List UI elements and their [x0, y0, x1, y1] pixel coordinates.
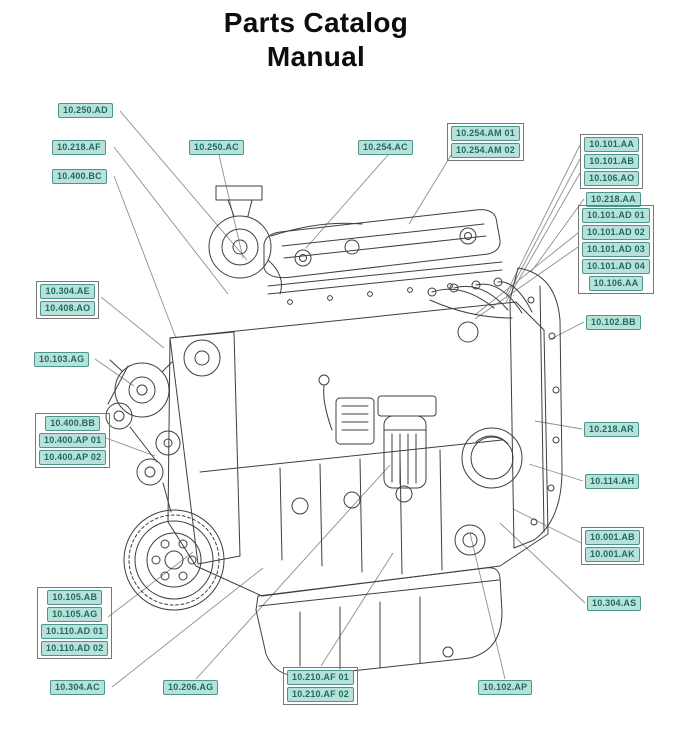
- part-label-10-101-AD-03[interactable]: 10.101.AD 03: [582, 242, 650, 257]
- part-label-10-210-AF-01[interactable]: 10.210.AF 01: [287, 670, 354, 685]
- part-label-10-001-AB[interactable]: 10.001.AB: [585, 530, 640, 545]
- engine-block: [167, 283, 549, 597]
- oil-cooler: [335, 397, 375, 445]
- part-label-10-101-AD-04[interactable]: 10.101.AD 04: [582, 259, 650, 274]
- part-label-10-114-AH[interactable]: 10.114.AH: [585, 474, 640, 489]
- cylinder-head: [267, 261, 503, 295]
- part-label-group-10-101-AD: 10.101.AD 01 10.101.AD 02 10.101.AD 03 1…: [578, 205, 654, 294]
- flywheel-housing: [509, 267, 563, 549]
- part-label-10-106-AA[interactable]: 10.106.AA: [588, 276, 644, 291]
- belt-pulleys: [105, 365, 181, 513]
- page-title-line2: Manual: [266, 41, 366, 72]
- part-label-group-10-400-BB: 10.400.BB 10.400.AP 01 10.400.AP 02: [35, 413, 111, 468]
- part-label-10-206-AG[interactable]: 10.206.AG: [163, 680, 219, 695]
- part-label-10-250-AC[interactable]: 10.250.AC: [189, 140, 244, 155]
- part-label-10-218-AA[interactable]: 10.218.AA: [586, 192, 641, 207]
- part-label-10-101-AD-01[interactable]: 10.101.AD 01: [582, 208, 650, 223]
- part-label-10-101-AD-02[interactable]: 10.101.AD 02: [582, 225, 650, 240]
- part-label-10-102-BB[interactable]: 10.102.BB: [586, 315, 641, 330]
- part-label-10-218-AR[interactable]: 10.218.AR: [584, 422, 639, 437]
- page-title: Parts Catalog Manual: [0, 6, 632, 74]
- part-label-10-254-AM-02[interactable]: 10.254.AM 02: [451, 143, 520, 158]
- part-label-10-102-AP[interactable]: 10.102.AP: [478, 680, 533, 695]
- part-label-10-218-AF[interactable]: 10.218.AF: [52, 140, 106, 155]
- engine-illustration: [105, 185, 563, 677]
- part-label-group-10-254-AM: 10.254.AM 01 10.254.AM 02: [447, 123, 524, 161]
- part-label-10-304-AS[interactable]: 10.304.AS: [587, 596, 642, 611]
- valve-cover: [263, 209, 501, 279]
- part-label-group-10-105-AB: 10.105.AB 10.105.AG 10.110.AD 01 10.110.…: [37, 587, 113, 659]
- part-label-10-001-AK[interactable]: 10.001.AK: [585, 547, 640, 562]
- part-label-10-101-AA[interactable]: 10.101.AA: [584, 137, 640, 152]
- oil-filter: [377, 395, 437, 489]
- part-label-10-304-AC[interactable]: 10.304.AC: [50, 680, 105, 695]
- part-label-10-400-BB[interactable]: 10.400.BB: [45, 416, 101, 431]
- part-label-10-254-AC[interactable]: 10.254.AC: [358, 140, 413, 155]
- part-label-10-254-AM-01[interactable]: 10.254.AM 01: [451, 126, 520, 141]
- water-pump-pulley: [183, 339, 221, 377]
- part-label-group-10-210-AF: 10.210.AF 01 10.210.AF 02: [283, 667, 358, 705]
- fuel-lines: [427, 277, 533, 343]
- part-label-10-106-AO[interactable]: 10.106.AO: [584, 171, 640, 186]
- front-cover: [169, 331, 241, 565]
- part-label-10-105-AG[interactable]: 10.105.AG: [47, 607, 103, 622]
- part-label-10-101-AB[interactable]: 10.101.AB: [584, 154, 640, 169]
- part-label-10-304-AE[interactable]: 10.304.AE: [40, 284, 95, 299]
- part-label-10-210-AF-02[interactable]: 10.210.AF 02: [287, 687, 354, 702]
- flywheel-inspection-port: [461, 427, 523, 489]
- turbocharger: [208, 185, 363, 295]
- page-title-line1: Parts Catalog: [223, 7, 409, 38]
- starter: [454, 524, 486, 556]
- part-label-group-10-101-AA: 10.101.AA 10.101.AB 10.106.AO: [580, 134, 644, 189]
- part-label-10-250-AD[interactable]: 10.250.AD: [58, 103, 113, 118]
- part-label-10-400-BC[interactable]: 10.400.BC: [52, 169, 107, 184]
- part-label-10-103-AG[interactable]: 10.103.AG: [34, 352, 90, 367]
- part-label-group-10-304-AE: 10.304.AE 10.408.AO: [36, 281, 100, 319]
- crank-pulley: [123, 509, 225, 611]
- oil-pan: [255, 567, 503, 677]
- part-label-10-408-AO[interactable]: 10.408.AO: [40, 301, 96, 316]
- part-label-group-10-001-AB: 10.001.AB 10.001.AK: [581, 527, 644, 565]
- part-label-10-400-AP-02[interactable]: 10.400.AP 02: [39, 450, 107, 465]
- part-label-10-400-AP-01[interactable]: 10.400.AP 01: [39, 433, 107, 448]
- alternator: [109, 359, 173, 418]
- lifting-eye: [294, 227, 477, 267]
- part-label-10-105-AB[interactable]: 10.105.AB: [47, 590, 103, 605]
- part-label-10-110-AD-02[interactable]: 10.110.AD 02: [41, 641, 109, 656]
- part-label-10-110-AD-01[interactable]: 10.110.AD 01: [41, 624, 109, 639]
- dipstick: [318, 374, 333, 431]
